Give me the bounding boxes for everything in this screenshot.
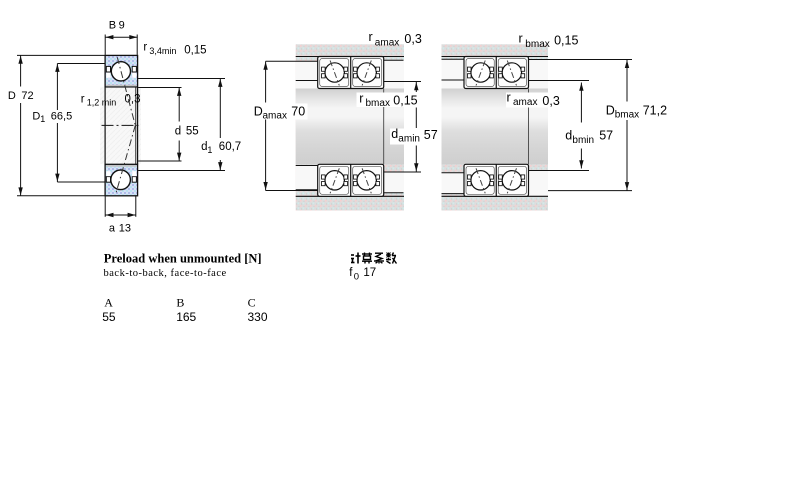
- svg-text:66,5: 66,5: [51, 111, 72, 123]
- svg-text:D: D: [254, 105, 263, 119]
- svg-text:r: r: [519, 32, 523, 46]
- svg-text:60,7: 60,7: [219, 141, 241, 153]
- svg-text:bmax: bmax: [525, 39, 549, 50]
- svg-text:r: r: [143, 42, 147, 54]
- svg-text:d: d: [175, 126, 181, 138]
- svg-text:165: 165: [176, 310, 196, 324]
- svg-text:1: 1: [207, 145, 212, 155]
- svg-text:0,15: 0,15: [393, 93, 417, 107]
- svg-text:330: 330: [248, 310, 268, 324]
- svg-text:a: a: [109, 223, 116, 235]
- svg-text:back-to-back, face-to-face: back-to-back, face-to-face: [104, 268, 227, 279]
- svg-text:D: D: [32, 111, 40, 123]
- svg-text:3,4min: 3,4min: [149, 46, 176, 56]
- svg-text:d: d: [201, 141, 207, 153]
- svg-text:55: 55: [186, 126, 199, 138]
- svg-text:71,2: 71,2: [643, 104, 667, 118]
- svg-text:1,2 min: 1,2 min: [87, 98, 117, 108]
- svg-text:d: d: [565, 129, 572, 143]
- svg-text:D: D: [8, 90, 16, 102]
- svg-text:0,15: 0,15: [554, 33, 578, 47]
- svg-text:C: C: [248, 296, 256, 310]
- svg-text:Preload when unmounted [N]: Preload when unmounted [N]: [104, 252, 262, 266]
- svg-text:0: 0: [354, 272, 359, 283]
- svg-text:0,15: 0,15: [184, 44, 206, 56]
- svg-text:r: r: [359, 91, 363, 105]
- svg-text:17: 17: [363, 267, 376, 279]
- svg-text:57: 57: [424, 128, 438, 142]
- svg-text:bmax: bmax: [366, 98, 390, 109]
- svg-text:amax: amax: [513, 97, 537, 108]
- svg-text:r: r: [369, 30, 373, 44]
- svg-text:bmax: bmax: [615, 110, 639, 121]
- svg-text:f: f: [349, 267, 353, 279]
- svg-text:D: D: [606, 104, 615, 118]
- svg-text:0,3: 0,3: [404, 32, 421, 46]
- svg-text:55: 55: [102, 310, 116, 324]
- svg-text:57: 57: [599, 129, 613, 143]
- svg-text:d: d: [391, 127, 398, 141]
- svg-text:amax: amax: [375, 37, 399, 48]
- svg-text:0,3: 0,3: [542, 94, 559, 108]
- svg-text:A: A: [104, 296, 113, 310]
- svg-text:70: 70: [291, 105, 305, 119]
- svg-text:r: r: [507, 90, 511, 104]
- svg-text:72: 72: [21, 90, 33, 102]
- svg-text:r: r: [81, 93, 85, 105]
- svg-text:B: B: [109, 20, 116, 32]
- svg-text:0,3: 0,3: [125, 94, 141, 106]
- svg-text:1: 1: [40, 114, 45, 124]
- svg-text:9: 9: [119, 20, 125, 32]
- svg-text:amin: amin: [398, 133, 420, 144]
- svg-text:bmin: bmin: [572, 135, 594, 146]
- svg-text:amax: amax: [263, 111, 287, 122]
- svg-text:13: 13: [119, 223, 131, 235]
- svg-text:B: B: [176, 296, 184, 310]
